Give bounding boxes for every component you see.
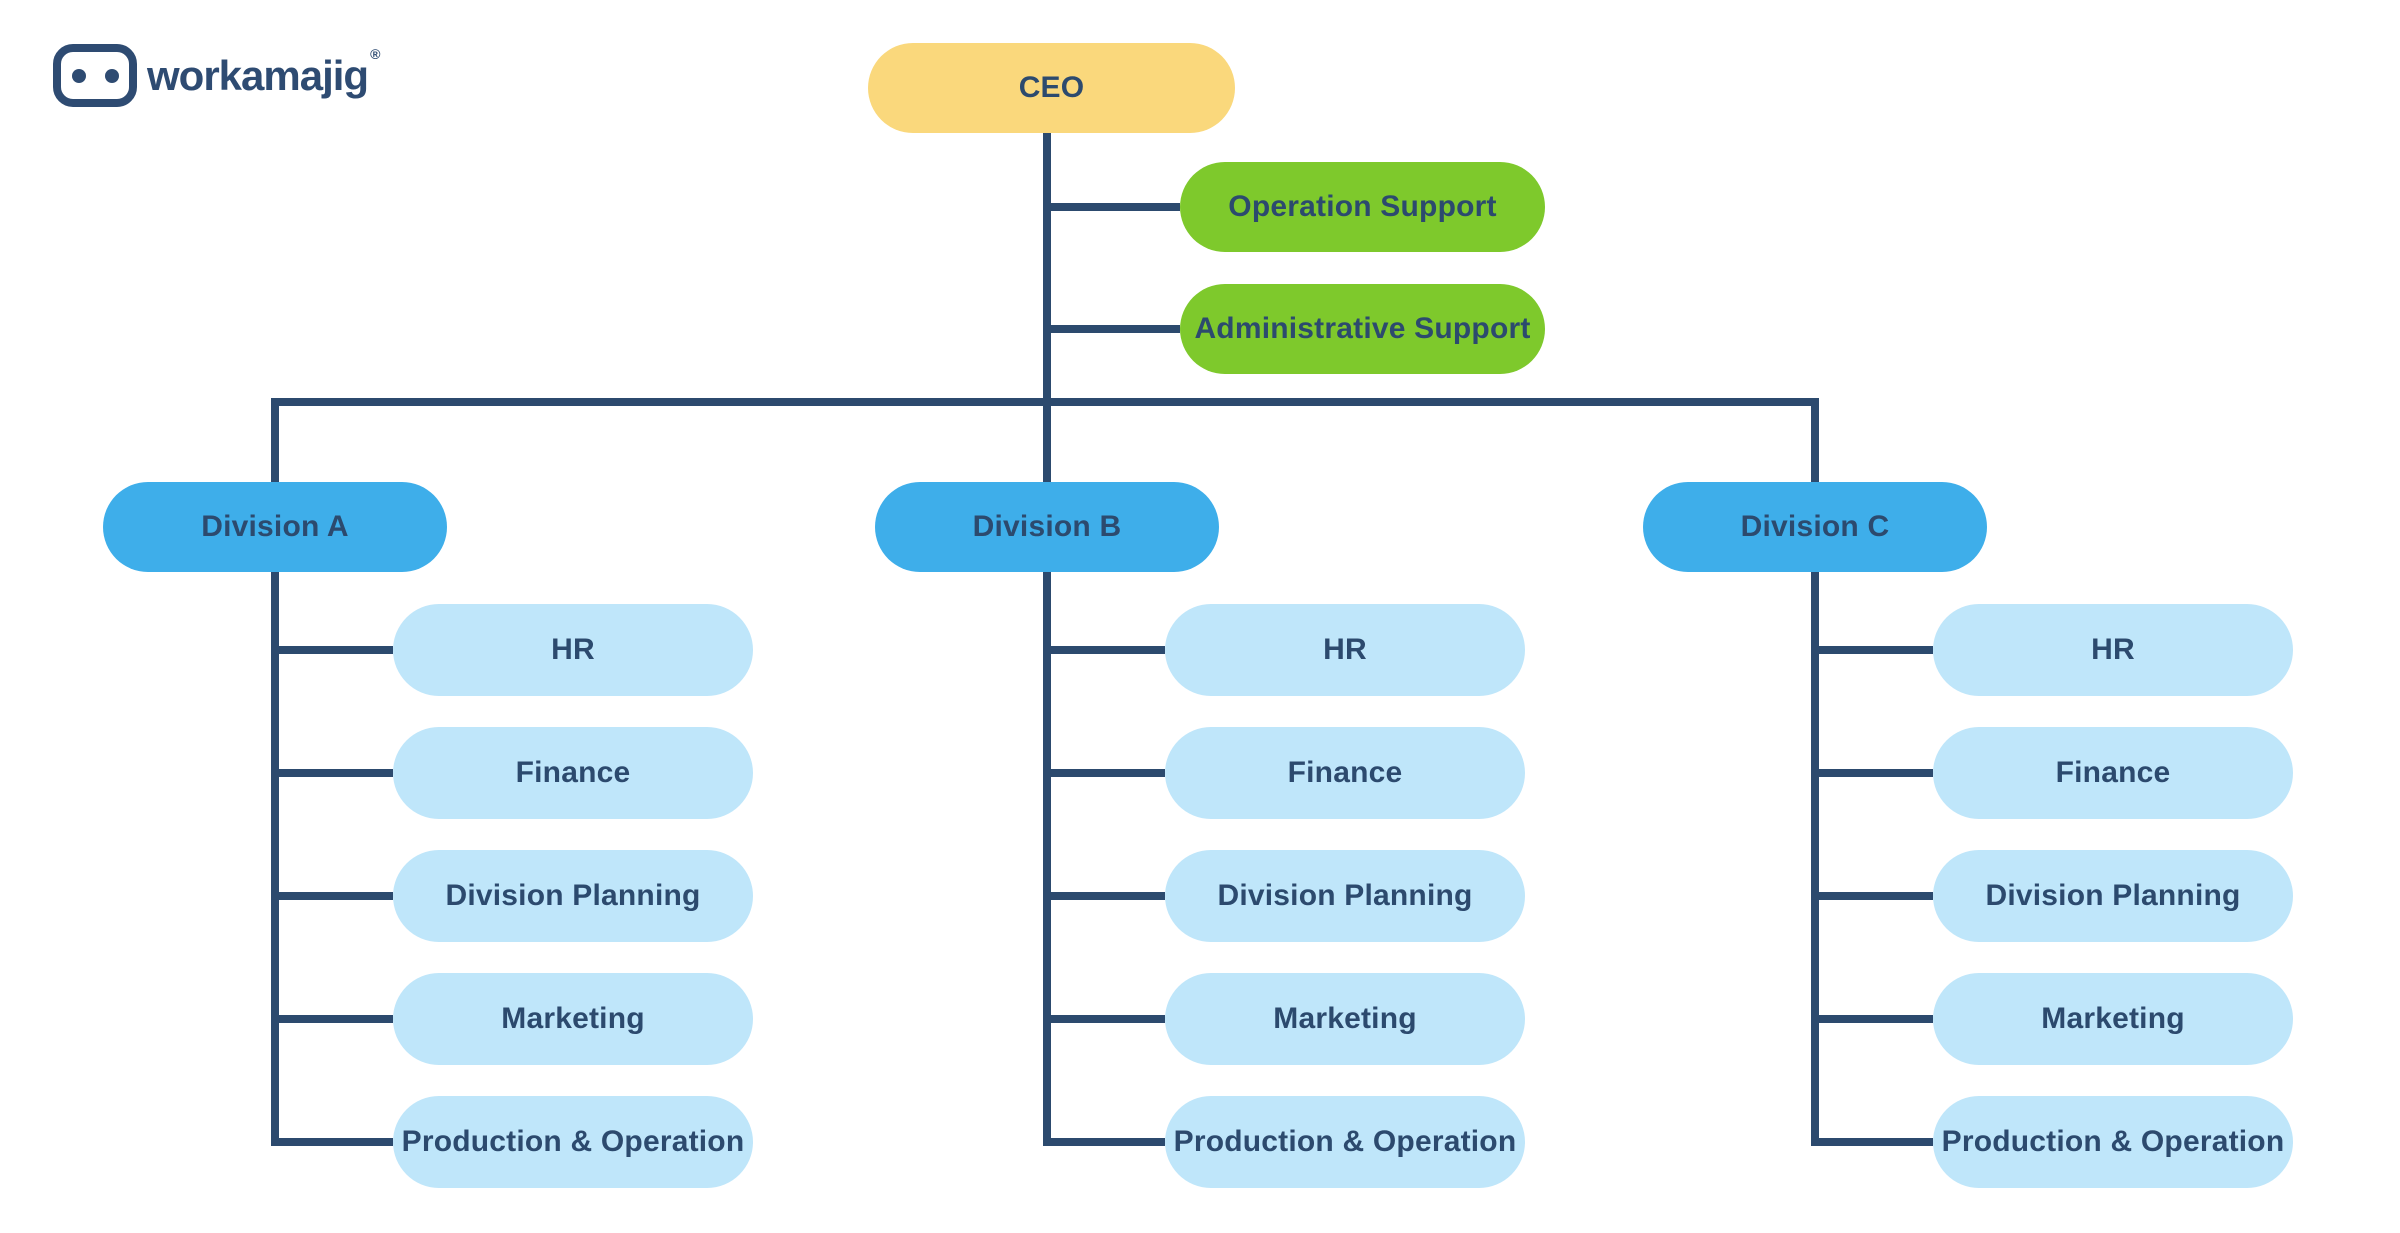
connector-division-a-tail — [271, 572, 279, 1146]
node-ceo: CEO — [868, 43, 1235, 133]
workamajig-robot-icon — [53, 44, 137, 107]
connector-division-c-child-3 — [1815, 892, 1933, 900]
node-division-c-marketing: Marketing — [1933, 973, 2293, 1065]
connector-division-b-child-3 — [1047, 892, 1165, 900]
node-division-b-marketing: Marketing — [1165, 973, 1525, 1065]
connector-division-c-child-2 — [1815, 769, 1933, 777]
node-division-b-division-planning: Division Planning — [1165, 850, 1525, 942]
node-division-a-hr: HR — [393, 604, 753, 696]
logo-wordmark: workamajig — [147, 52, 369, 99]
node-division-b-finance: Finance — [1165, 727, 1525, 819]
connector-division-c-child-5 — [1815, 1138, 1933, 1146]
node-division-b: Division B — [875, 482, 1219, 572]
connector-division-a-child-4 — [275, 1015, 393, 1023]
node-division-a-marketing: Marketing — [393, 973, 753, 1065]
node-division-a: Division A — [103, 482, 447, 572]
connector-division-a-child-2 — [275, 769, 393, 777]
connector-administrative-support — [1047, 325, 1180, 333]
connector-division-c-child-1 — [1815, 646, 1933, 654]
registered-trademark-symbol: ® — [370, 46, 381, 62]
connector-division-a-child-5 — [275, 1138, 393, 1146]
node-administrative-support: Administrative Support — [1180, 284, 1545, 374]
node-division-a-finance: Finance — [393, 727, 753, 819]
node-operation-support: Operation Support — [1180, 162, 1545, 252]
node-division-c-division-planning: Division Planning — [1933, 850, 2293, 942]
connector-division-c-drop — [1811, 398, 1819, 482]
connector-division-a-child-3 — [275, 892, 393, 900]
connector-ceo-vertical — [1043, 133, 1051, 406]
workamajig-logo: workamajig ® — [53, 44, 380, 107]
connector-division-c-tail — [1811, 572, 1819, 1146]
node-division-b-production-operation: Production & Operation — [1165, 1096, 1525, 1188]
node-division-a-production-operation: Production & Operation — [393, 1096, 753, 1188]
connector-division-b-tail — [1043, 572, 1051, 1146]
robot-eye-right — [105, 69, 119, 83]
connector-division-b-child-1 — [1047, 646, 1165, 654]
connector-operation-support — [1047, 203, 1180, 211]
connector-division-b-child-4 — [1047, 1015, 1165, 1023]
node-division-c-production-operation: Production & Operation — [1933, 1096, 2293, 1188]
connector-division-a-child-1 — [275, 646, 393, 654]
node-division-c-finance: Finance — [1933, 727, 2293, 819]
connector-division-c-child-4 — [1815, 1015, 1933, 1023]
node-division-c: Division C — [1643, 482, 1987, 572]
connector-division-b-child-2 — [1047, 769, 1165, 777]
connector-division-b-child-5 — [1047, 1138, 1165, 1146]
connector-division-a-drop — [271, 398, 279, 482]
node-division-a-division-planning: Division Planning — [393, 850, 753, 942]
connector-division-b-drop — [1043, 398, 1051, 482]
robot-eye-left — [72, 69, 86, 83]
node-division-c-hr: HR — [1933, 604, 2293, 696]
node-division-b-hr: HR — [1165, 604, 1525, 696]
